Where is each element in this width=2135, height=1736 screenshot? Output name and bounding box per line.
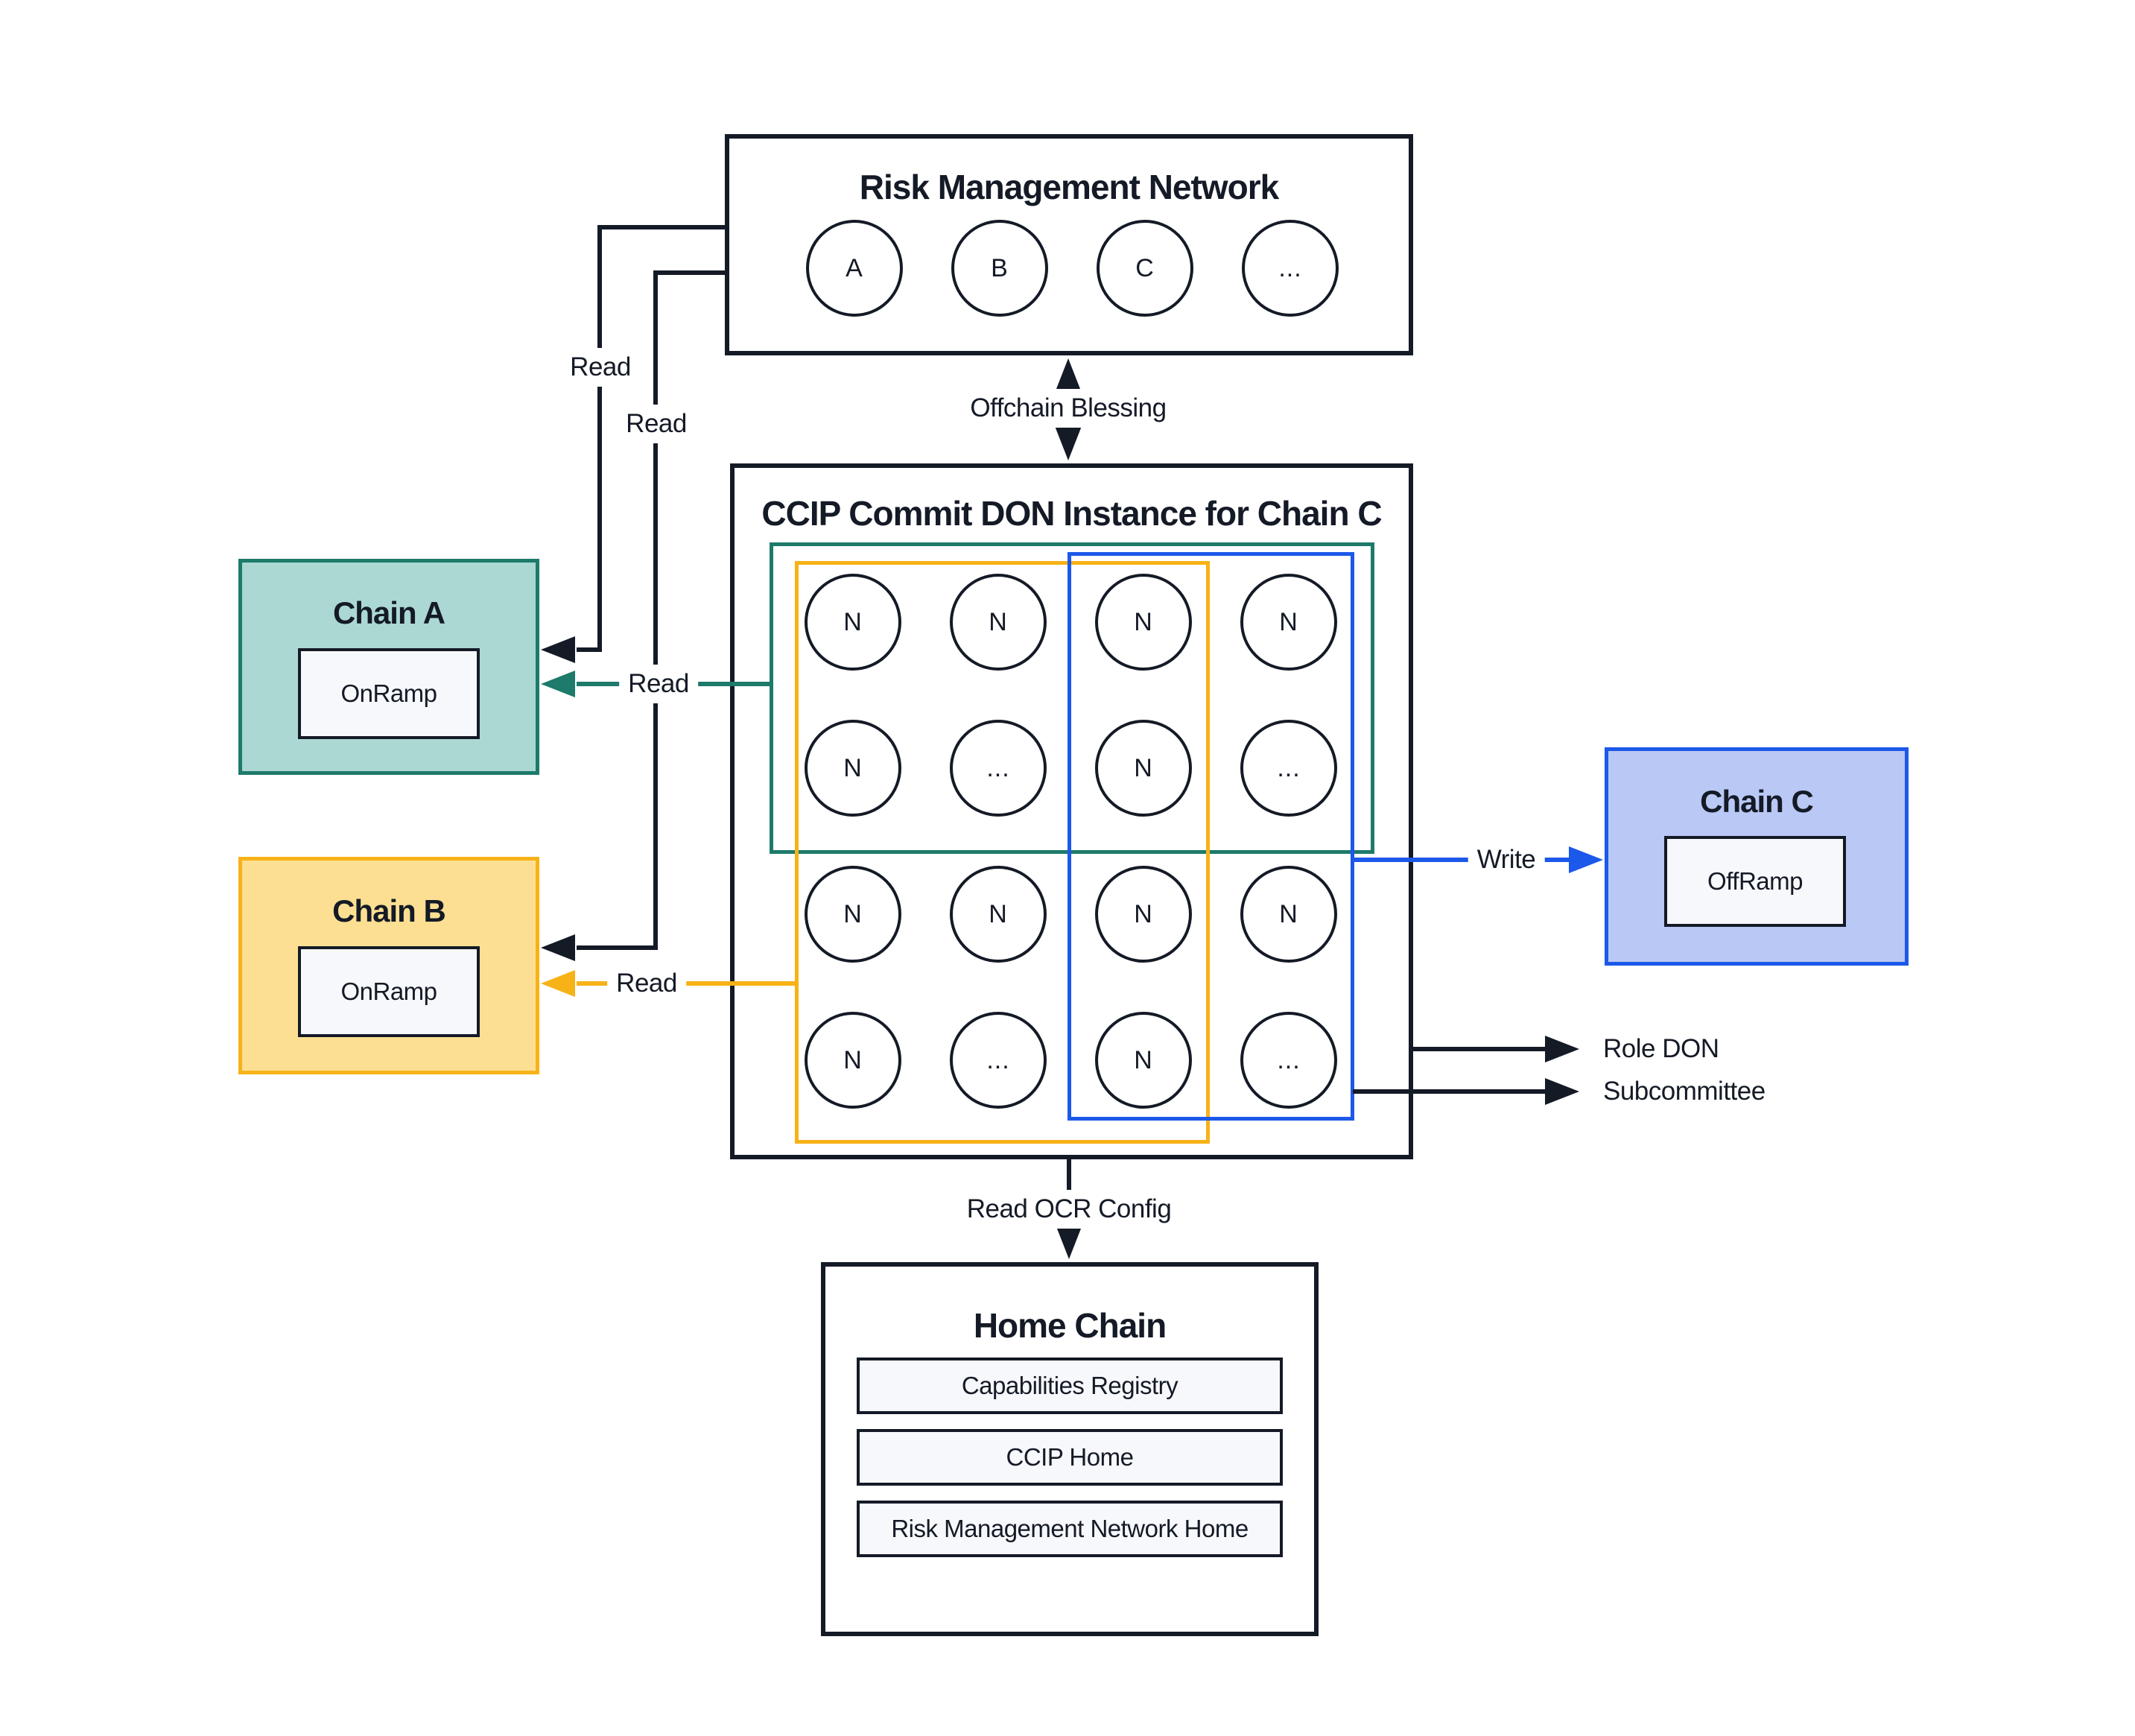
read-ocr-config-label: Read OCR Config (957, 1190, 1181, 1229)
rmn-node-grid: A B C ... (806, 220, 1339, 317)
don-node-more: ... (950, 1012, 1047, 1109)
don-node: N (1095, 720, 1192, 817)
home-chain-title: Home Chain (973, 1306, 1167, 1345)
rmn-node-c: C (1097, 220, 1193, 317)
don-node: N (1095, 574, 1192, 671)
don-node-more: ... (1240, 720, 1337, 817)
don-node-more: ... (950, 720, 1047, 817)
subcommittee-label: Subcommittee (1603, 1072, 1766, 1111)
offchain-blessing-label: Offchain Blessing (961, 389, 1176, 428)
chain-b-onramp-box: OnRamp (298, 946, 480, 1037)
arrowhead-write (1569, 846, 1603, 873)
chain-a-onramp-box: OnRamp (298, 648, 480, 739)
role-don-label: Role DON (1603, 1030, 1719, 1068)
read-label-rmn-chain-a: Read (561, 348, 640, 387)
rmn-node-more: ... (1242, 220, 1339, 317)
ccip-home-box: CCIP Home (857, 1429, 1283, 1486)
teal-subcommittee-rect (770, 542, 1374, 854)
don-node-more: ... (1240, 1012, 1337, 1109)
chain-a-title: Chain A (332, 595, 445, 630)
arrowhead-subcommittee (1545, 1078, 1579, 1105)
yellow-subcommittee-rect (795, 561, 1210, 1144)
rmn-node-a: A (806, 220, 903, 317)
arrowhead-offchain-down (1055, 426, 1082, 460)
don-node: N (1240, 574, 1337, 671)
read-label-rmn-chain-b: Read (617, 405, 696, 443)
chain-c-offramp-box: OffRamp (1664, 836, 1846, 927)
read-label-yellow: Read (607, 964, 686, 1003)
capabilities-registry-box: Capabilities Registry (857, 1358, 1283, 1414)
don-node: N (1095, 866, 1192, 963)
don-node: N (805, 866, 901, 963)
don-node: N (805, 574, 901, 671)
don-node: N (950, 866, 1047, 963)
arrowhead-read-chain-b (541, 934, 575, 961)
write-label: Write (1468, 840, 1545, 879)
blue-subcommittee-rect (1068, 552, 1354, 1121)
chain-c-title: Chain C (1700, 784, 1814, 819)
arrowhead-offchain-up (1055, 358, 1082, 393)
don-node: N (1240, 866, 1337, 963)
ccip-node-grid: N N N N N ... N ... N N N N N ... N ... (805, 574, 1337, 1109)
don-node: N (1095, 1012, 1192, 1109)
arrowhead-read-teal (541, 671, 575, 697)
arrowhead-read-ocr (1056, 1225, 1082, 1259)
don-node: N (805, 1012, 901, 1109)
don-node: N (805, 720, 901, 817)
arrowhead-read-chain-a (541, 636, 575, 663)
risk-management-network-home-box: Risk Management Network Home (857, 1501, 1283, 1557)
ccip-commit-don-title: CCIP Commit DON Instance for Chain C (761, 494, 1382, 533)
arrowhead-role-don (1545, 1036, 1579, 1062)
read-label-teal: Read (619, 665, 698, 703)
chain-b-title: Chain B (332, 893, 446, 928)
don-node: N (950, 574, 1047, 671)
arrowhead-read-yellow (541, 970, 575, 997)
rmn-node-b: B (951, 220, 1048, 317)
risk-management-network-title: Risk Management Network (859, 168, 1279, 206)
